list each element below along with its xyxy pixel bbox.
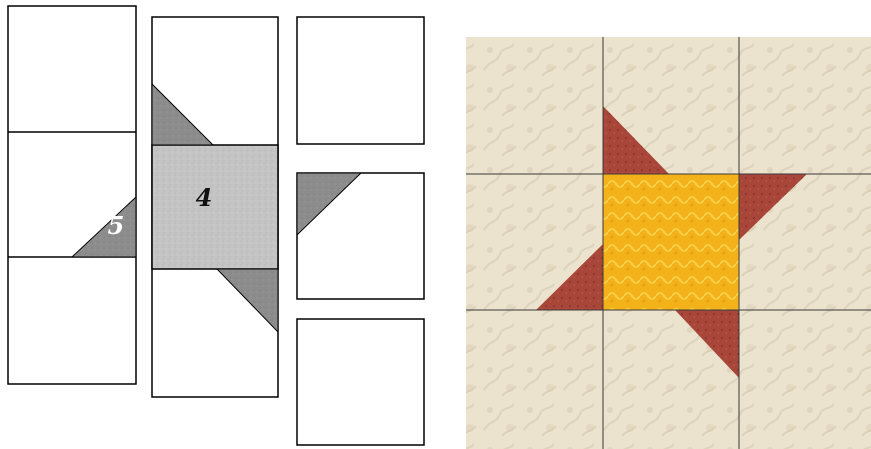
column-2: 4 xyxy=(152,17,278,397)
piece-4-label: 4 xyxy=(196,183,213,212)
quilt-block xyxy=(466,37,871,449)
quilt-center-square xyxy=(603,174,739,310)
column-1-outline xyxy=(8,6,136,384)
column-3 xyxy=(297,17,424,445)
column-3-square-top xyxy=(297,17,424,144)
column-1: 5 xyxy=(8,6,136,384)
column-3-square-bottom xyxy=(297,319,424,445)
piece-4-center-square xyxy=(152,145,278,269)
piece-5-label: 5 xyxy=(108,211,125,240)
